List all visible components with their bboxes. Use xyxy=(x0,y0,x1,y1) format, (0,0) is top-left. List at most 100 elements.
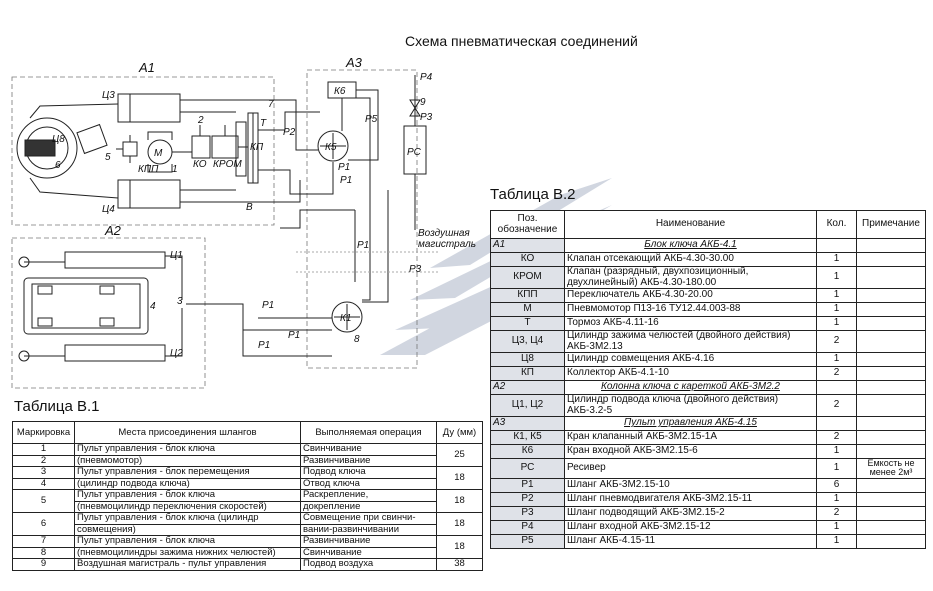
label-p2: Р2 xyxy=(283,127,296,138)
table-row: 6 Пульт управления - блок ключа (цилиндр… xyxy=(12,512,483,536)
cell-mark: 4 xyxy=(12,477,75,490)
cell-note xyxy=(856,352,926,367)
label-n7: 7 xyxy=(268,99,274,110)
table-b1-header: Места присоединения шлангов xyxy=(74,421,301,444)
label-air-line-2: магистраль xyxy=(418,239,476,250)
cell-place: Пульт управления - блок ключа (цилиндр xyxy=(74,512,301,525)
cell-note xyxy=(856,252,926,267)
cell-op: Развинчивание xyxy=(300,535,437,548)
label-n1: 1 xyxy=(172,164,178,175)
cell-du: 38 xyxy=(436,558,483,571)
cell-du: 25 xyxy=(436,443,483,467)
label-p1-e: Р1 xyxy=(258,340,270,351)
table-row: 4 (цилиндр подвода ключа) Отвод ключа xyxy=(12,477,483,490)
cell-op: Свинчивание xyxy=(300,546,437,559)
cell-name: Ресивер xyxy=(564,458,817,479)
cell-pos: Р4 xyxy=(490,519,565,535)
cell-qty xyxy=(816,380,857,395)
cell-mark: 1 xyxy=(12,443,75,456)
cylinder-c1 xyxy=(64,251,166,269)
table-b1-header: Ду (мм) xyxy=(436,421,483,444)
cell-note xyxy=(856,505,926,521)
label-k6: К6 xyxy=(334,86,346,97)
cylinder-c2 xyxy=(64,344,166,362)
label-n4: 4 xyxy=(150,301,156,312)
label-p1-d: Р1 xyxy=(288,330,300,341)
label-m: М xyxy=(154,148,163,159)
cell-pos: Ц3, Ц4 xyxy=(490,330,565,353)
carriage xyxy=(18,256,149,362)
cell-mark: 6 xyxy=(12,512,75,536)
cell-place: Пульт управления - блок ключа xyxy=(74,535,301,548)
cell-name: Пневмомотор П13-16 ТУ12.44.003-88 xyxy=(564,302,817,317)
cell-qty: 2 xyxy=(816,394,857,417)
cell-pos: К6 xyxy=(490,444,565,459)
cell-qty: 1 xyxy=(816,458,857,479)
cell-qty: 1 xyxy=(816,266,857,289)
cell-qty xyxy=(816,238,857,253)
cell-place: Пульт управления - блок ключа xyxy=(74,489,301,502)
cell-pos: Т xyxy=(490,316,565,331)
cell-op: Раскрепление, xyxy=(300,489,437,502)
cylinder-c4 xyxy=(117,179,181,209)
cell-pos: Ц8 xyxy=(490,352,565,367)
valve-k1 xyxy=(331,301,363,333)
label-p1-f: Р1 xyxy=(340,175,352,186)
label-n3: 3 xyxy=(177,296,183,307)
cell-note: Емкость не менее 2м³ xyxy=(856,458,926,479)
cell-note xyxy=(856,238,926,253)
cell-name: Тормоз АКБ-4.11-16 xyxy=(564,316,817,331)
cell-note xyxy=(856,444,926,459)
cell-pos: Р2 xyxy=(490,491,565,507)
label-kp: КП xyxy=(250,142,264,153)
cell-op: Подвод ключа xyxy=(300,466,437,479)
table-row: 9 Воздушная магистраль - пульт управлени… xyxy=(12,558,483,571)
cell-pos: Р1 xyxy=(490,477,565,493)
cell-pos: К1, К5 xyxy=(490,430,565,445)
valve-krom xyxy=(211,135,239,159)
table-row: 8 (пневмоцилиндры зажима нижних челюстей… xyxy=(12,546,483,559)
cell-du: 18 xyxy=(436,466,483,490)
cell-op: Совмещение при свинчи- xyxy=(300,512,437,525)
table-row: 5 Пульт управления - блок ключа Раскрепл… xyxy=(12,489,483,513)
cell-pos: РС xyxy=(490,458,565,479)
cell-mark: 8 xyxy=(12,546,75,559)
cell-name: Колонна ключа с кареткой АКБ-3М2.2 xyxy=(564,380,817,395)
cell-pos: КО xyxy=(490,252,565,267)
label-c3: Ц3 xyxy=(102,90,115,101)
cell-place: (пневмомотор) xyxy=(74,454,301,467)
table-b2-caption: Таблица В.2 xyxy=(490,186,576,203)
valve-ko xyxy=(191,135,211,159)
cell-place: (пневмоцилиндры зажима нижних челюстей) xyxy=(74,546,301,559)
label-p5: Р5 xyxy=(365,114,378,125)
cell-place: Воздушная магистраль - пульт управления xyxy=(74,558,301,571)
cell-mark: 2 xyxy=(12,454,75,467)
cell-place: совмещения) xyxy=(74,523,301,536)
cell-name: Клапан (разрядный, двухпозиционный, двух… xyxy=(564,266,817,289)
cell-note xyxy=(856,430,926,445)
cell-name: Пульт управления АКБ-4.15 xyxy=(564,416,817,431)
cell-qty: 1 xyxy=(816,302,857,317)
table-b1: Маркировка Места присоединения шлангов В… xyxy=(12,421,483,571)
cell-note xyxy=(856,266,926,289)
cell-op: докрепление xyxy=(300,500,437,513)
label-p3-b: Р3 xyxy=(409,264,422,275)
table-row: 7 Пульт управления - блок ключа Развинчи… xyxy=(12,535,483,559)
table-row: совмещения) вании-развинчивании xyxy=(13,523,483,536)
cell-qty: 2 xyxy=(816,430,857,445)
cell-note xyxy=(856,491,926,507)
cell-place: Пульт управления - блок перемещения xyxy=(74,466,301,479)
switch-kpp xyxy=(122,141,138,157)
cell-pos: А1 xyxy=(490,238,565,253)
